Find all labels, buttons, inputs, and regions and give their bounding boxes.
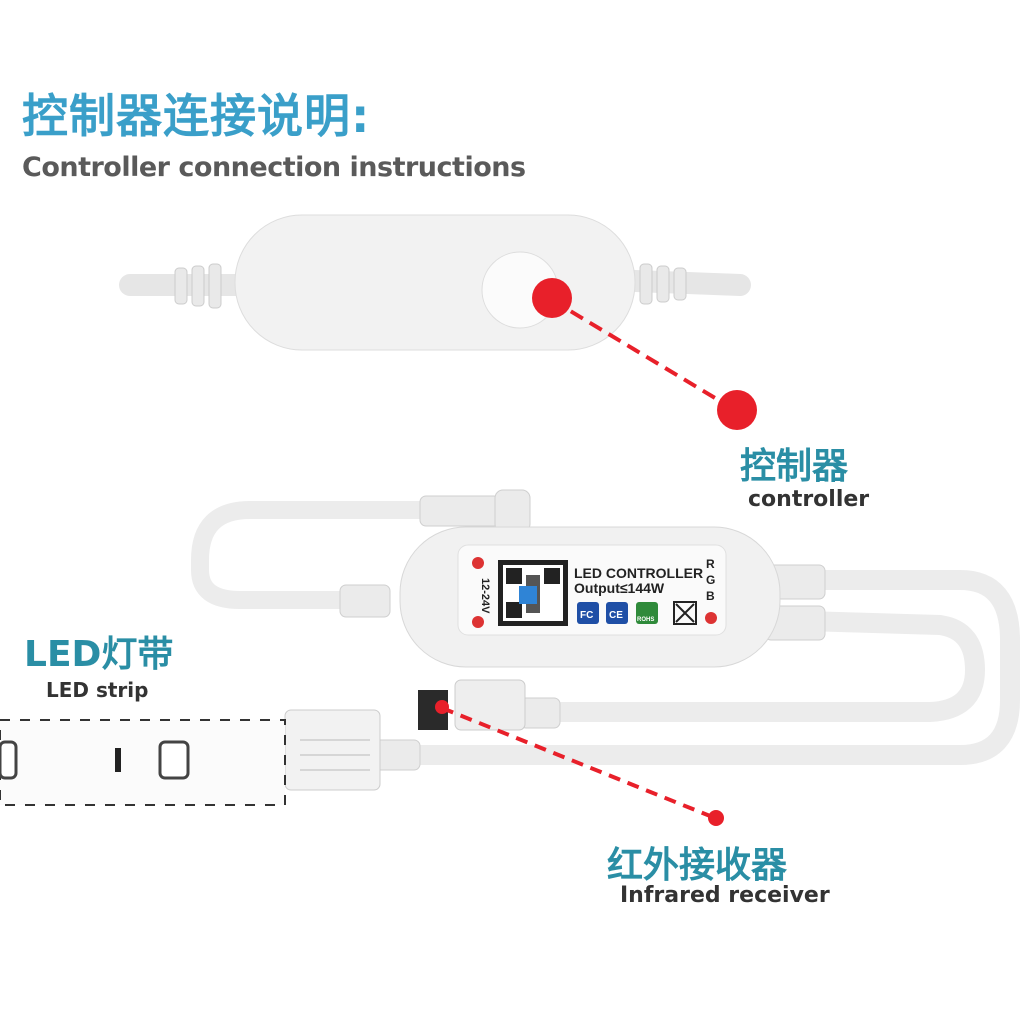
callout-dot <box>717 390 757 430</box>
svg-text:ROHS: ROHS <box>637 617 654 623</box>
rgb-r: R <box>706 557 715 571</box>
callout-dot <box>708 810 724 826</box>
label-line2: Output≤144W <box>574 580 665 596</box>
led-strip-label-en: LED strip <box>46 678 149 702</box>
controller-label-cn: 控制器 <box>740 446 849 487</box>
fcc-icon <box>577 602 599 624</box>
remote-body <box>234 214 636 351</box>
weee-bin-icon <box>673 601 697 625</box>
rohs-icon <box>636 602 658 624</box>
callout-ir <box>435 700 724 826</box>
remote-controller <box>119 214 751 351</box>
svg-text:FC: FC <box>580 610 593 621</box>
ce-icon <box>606 602 628 624</box>
rgb-b: B <box>706 589 715 603</box>
callout-dot <box>435 700 449 714</box>
strip-connector <box>284 709 381 791</box>
qr-code-icon <box>498 560 568 626</box>
page-title-cn: 控制器连接说明: <box>22 89 371 143</box>
voltage-text: 12-24V <box>479 578 491 614</box>
label-line1: LED CONTROLLER <box>574 565 703 581</box>
controller-label-en: controller <box>748 487 870 512</box>
page-title-en: Controller connection instructions <box>22 152 526 183</box>
callout-controller <box>532 278 757 430</box>
rgb-controller <box>191 501 1020 765</box>
ir-receiver-label-cn: 红外接收器 <box>607 845 788 886</box>
led-strip-icon <box>0 719 286 806</box>
led-strip-label-cn: LED灯带 <box>24 634 174 675</box>
callout-dot <box>532 278 572 318</box>
ir-receiver-label-en: Infrared receiver <box>620 883 830 908</box>
rgb-g: G <box>706 573 715 587</box>
svg-text:CE: CE <box>609 610 623 621</box>
